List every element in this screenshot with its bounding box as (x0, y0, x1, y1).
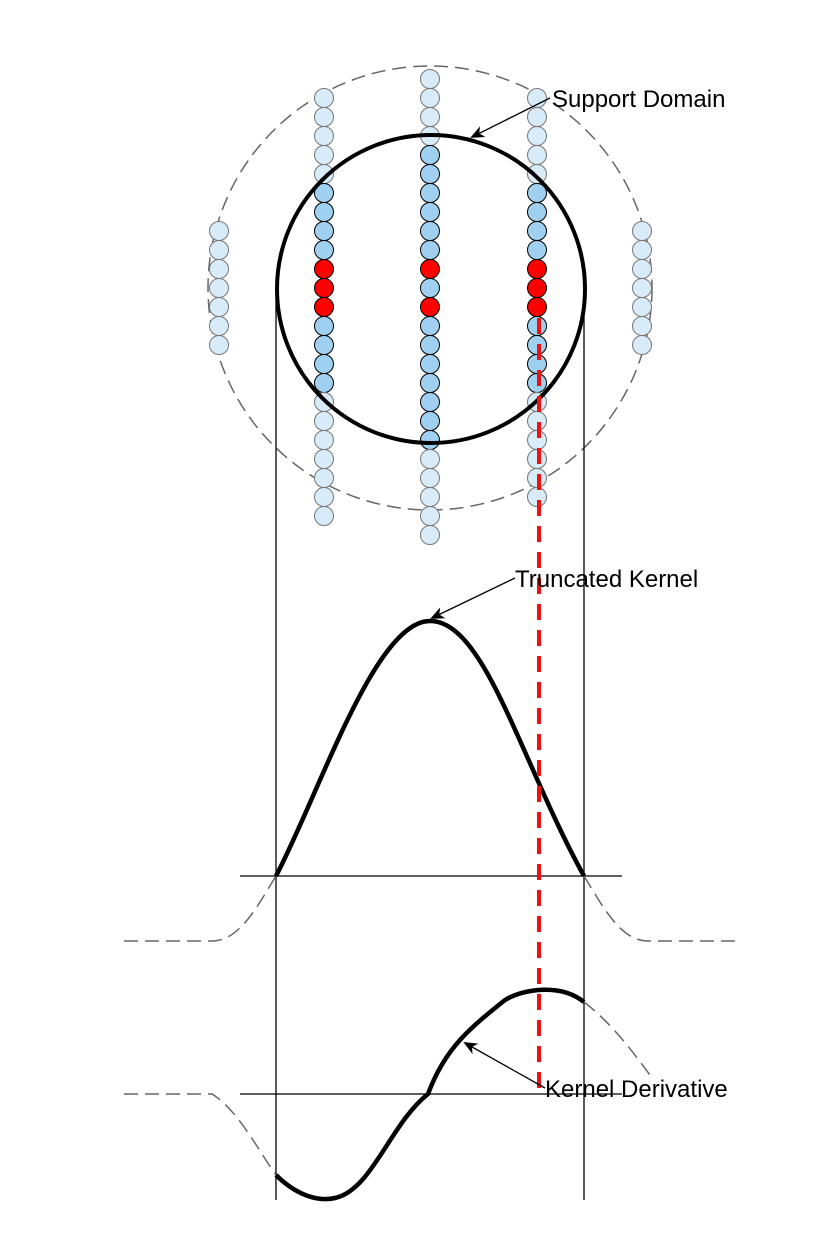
faded-particle (420, 88, 440, 108)
faded-particle (314, 468, 334, 488)
selected-particle (527, 297, 547, 317)
support-domain-arrow (470, 97, 551, 138)
faded-particle (632, 240, 652, 260)
faded-particle (314, 145, 334, 165)
selected-particle (527, 278, 547, 298)
particle (420, 411, 440, 431)
particle (314, 202, 334, 222)
particle (527, 202, 547, 222)
particle (420, 278, 440, 298)
faded-particle (314, 430, 334, 450)
particle (314, 316, 334, 336)
faded-particle (632, 278, 652, 298)
support-domain-circle (275, 133, 587, 445)
particle (527, 221, 547, 241)
faded-particle (420, 506, 440, 526)
particle (420, 316, 440, 336)
faded-particle (632, 316, 652, 336)
faded-particle (527, 145, 547, 165)
faded-particle (527, 126, 547, 146)
faded-particle (314, 126, 334, 146)
faded-particle (209, 278, 229, 298)
particle (420, 354, 440, 374)
truncated-kernel-arrow (430, 577, 516, 619)
faded-particle (632, 259, 652, 279)
faded-particle (420, 525, 440, 545)
selected-particle (314, 297, 334, 317)
particle (314, 373, 334, 393)
kernel-derivative-curve (274, 987, 586, 1202)
particle (420, 164, 440, 184)
faded-particle (314, 506, 334, 526)
particle (527, 240, 547, 260)
particle-grid (209, 69, 652, 545)
faded-particle (420, 487, 440, 507)
support-domain-label: Support Domain (552, 86, 725, 113)
faded-particle (209, 316, 229, 336)
faded-particle (314, 411, 334, 431)
faded-particle (632, 297, 652, 317)
faded-particle (314, 487, 334, 507)
faded-particle (420, 107, 440, 127)
faded-particle (527, 164, 547, 184)
faded-particle (209, 240, 229, 260)
particle (420, 392, 440, 412)
kernel-derivative-arrow (463, 1042, 546, 1089)
particle (420, 221, 440, 241)
particle (314, 240, 334, 260)
derivative-full-dashed-curve (124, 1001, 653, 1176)
particle (314, 335, 334, 355)
particle (420, 373, 440, 393)
faded-particle (314, 88, 334, 108)
faded-particle (420, 449, 440, 469)
particle (420, 335, 440, 355)
faded-particle (527, 107, 547, 127)
selected-particle (314, 278, 334, 298)
particle (420, 145, 440, 165)
faded-particle (314, 107, 334, 127)
particle (420, 430, 440, 450)
particle (420, 202, 440, 222)
particle (420, 183, 440, 203)
faded-particle (420, 69, 440, 89)
faded-particle (209, 297, 229, 317)
faded-particle (209, 335, 229, 355)
faded-particle (209, 221, 229, 241)
truncated-kernel-label: Truncated Kernel (515, 566, 698, 593)
selected-particle (420, 297, 440, 317)
faded-particle (632, 335, 652, 355)
faded-particle (632, 221, 652, 241)
selected-particle (420, 259, 440, 279)
particle (314, 221, 334, 241)
selected-particle (314, 259, 334, 279)
faded-particle (420, 468, 440, 488)
particle (420, 240, 440, 260)
kernel-full-dashed-curve (124, 875, 740, 942)
kernel-derivative-label: Kernel Derivative (545, 1076, 728, 1103)
particle (314, 354, 334, 374)
faded-particle (209, 259, 229, 279)
faded-particle (314, 449, 334, 469)
selected-particle (527, 259, 547, 279)
truncated-kernel-curve (274, 618, 586, 878)
